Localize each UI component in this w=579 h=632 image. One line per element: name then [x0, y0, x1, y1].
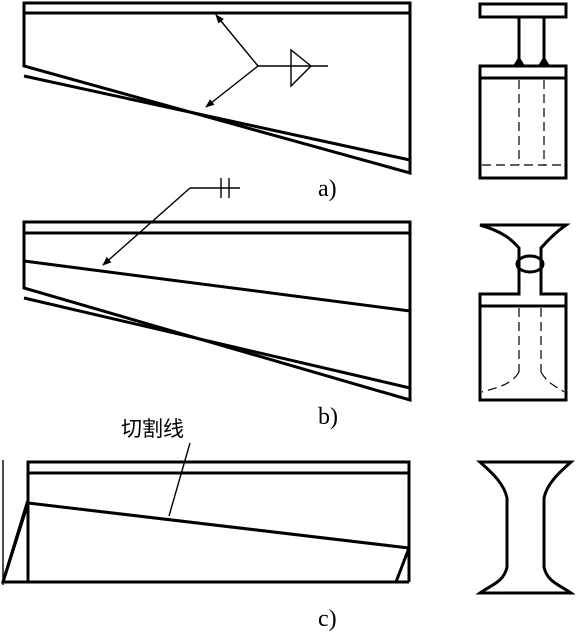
weld-symbol-a — [205, 14, 328, 108]
weld-symbol-b — [102, 178, 240, 266]
view-a-side — [22, 1, 412, 175]
view-a-section — [478, 2, 568, 180]
view-b-side — [22, 220, 412, 402]
label-b: b) — [318, 404, 338, 430]
label-c: c) — [318, 606, 337, 632]
view-c-side — [0, 460, 411, 585]
label-a: a) — [318, 176, 337, 202]
cut-line-callout — [168, 442, 191, 517]
view-b-section — [478, 223, 571, 402]
cut-line-label: 切割线 — [121, 417, 184, 441]
view-c-section — [475, 460, 576, 595]
